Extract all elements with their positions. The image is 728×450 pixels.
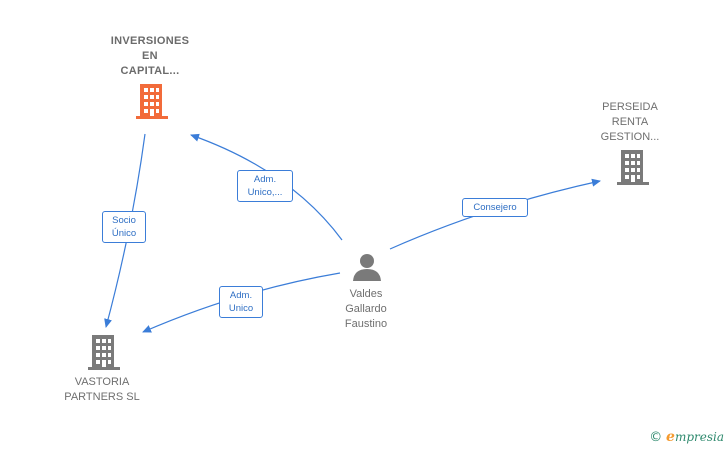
node-label-inversiones[interactable]: INVERSIONES EN CAPITAL... bbox=[110, 35, 190, 77]
edge-label-consejero[interactable]: Consejero bbox=[462, 198, 528, 217]
building-icon[interactable] bbox=[88, 335, 120, 371]
node-label-valdes[interactable]: Valdes Gallardo Faustino bbox=[344, 288, 388, 330]
empresia-logo: © empresia bbox=[649, 429, 724, 445]
person-icon[interactable] bbox=[352, 252, 382, 282]
edge-label-adm-unico-2[interactable]: Adm. Unico bbox=[219, 286, 263, 318]
brand-name: mpresia bbox=[674, 430, 724, 444]
copyright-symbol: © bbox=[649, 430, 663, 445]
building-icon-highlighted[interactable] bbox=[136, 84, 168, 120]
brand-initial: e bbox=[666, 429, 675, 445]
edge-label-adm-unico-1[interactable]: Adm. Unico,... bbox=[237, 170, 293, 202]
node-label-vastoria[interactable]: VASTORIA PARTNERS SL bbox=[64, 376, 140, 403]
edge-label-socio-unico[interactable]: Socio Único bbox=[102, 211, 146, 243]
node-label-perseida[interactable]: PERSEIDA RENTA GESTION... bbox=[600, 101, 660, 143]
building-icon[interactable] bbox=[617, 150, 649, 186]
